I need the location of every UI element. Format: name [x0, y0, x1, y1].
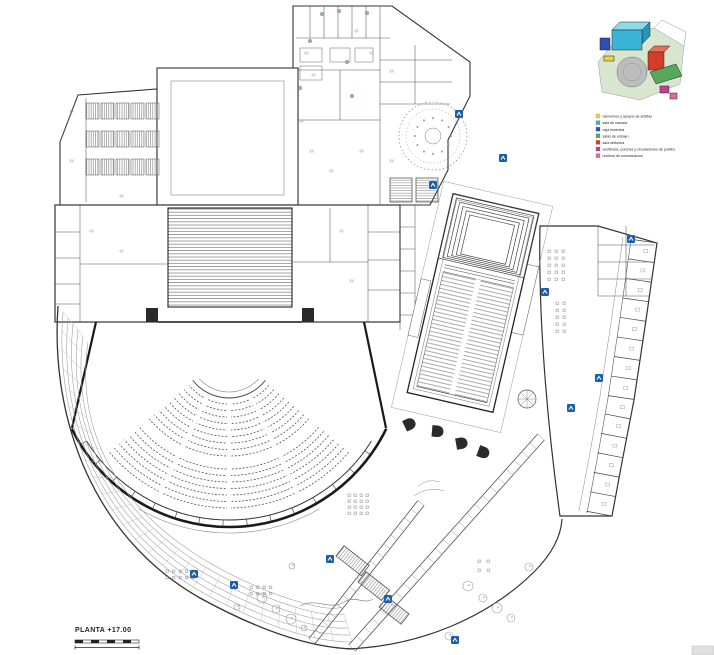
pictogram-icon	[541, 288, 549, 296]
legend-list: camerinos y apoyos de artistas sala de ca…	[595, 113, 676, 158]
east-wing	[539, 225, 658, 517]
legend-swatch	[595, 133, 601, 138]
north-wing	[292, 5, 471, 206]
pictogram-icon	[595, 374, 603, 382]
plant-icon	[320, 11, 325, 16]
spiral-stair	[517, 389, 537, 409]
legend-label: sala de camara	[603, 121, 628, 125]
plaza-boundary	[346, 518, 563, 650]
sheet-edge	[691, 645, 714, 655]
pictogram-icon	[567, 404, 575, 412]
legend-label: caja escenica	[603, 128, 625, 132]
pictograms	[190, 110, 635, 644]
plan-generated	[56, 8, 658, 652]
plant-icon	[345, 60, 350, 65]
legend-swatch	[595, 146, 601, 152]
pictogram-icon	[451, 636, 459, 644]
pictogram-icon	[627, 235, 635, 243]
legend-swatch	[595, 153, 601, 158]
legend-label: vestibulos, porches y circulaciones de p…	[603, 148, 676, 152]
plan-title: PLANTA +17.00	[75, 627, 131, 634]
plaza	[165, 249, 566, 652]
auditorium-seating	[70, 321, 388, 534]
pictogram-icon	[429, 181, 437, 189]
chamber-hall	[391, 180, 554, 433]
legend-label: camerinos y apoyos de artistas	[603, 115, 653, 119]
rehearsal-hall	[156, 67, 299, 206]
legend-swatch	[595, 140, 601, 145]
grand-piano	[431, 425, 444, 437]
plan-linework	[54, 5, 714, 655]
legend-key-plan	[597, 19, 687, 101]
legend-swatch	[595, 113, 601, 119]
east-wing-rooms	[586, 238, 658, 517]
legend-label: sala sinfonica	[603, 141, 625, 145]
stair-hatch	[389, 177, 413, 203]
plant-icon	[308, 39, 313, 44]
title-block: PLANTA +17.00	[74, 627, 140, 650]
grand-piano	[455, 437, 468, 450]
pictogram-icon	[455, 110, 463, 118]
stage-fly-floor	[167, 207, 293, 308]
legend-swatch	[595, 120, 601, 125]
scale-bar	[74, 639, 140, 650]
pictogram-icon	[499, 154, 507, 162]
plant-icon	[350, 93, 355, 98]
grand-piano	[402, 418, 416, 432]
plant-icon	[365, 10, 370, 15]
lobby-ramps	[56, 305, 355, 650]
pictogram-icon	[190, 570, 198, 578]
legend-label: salas de ensayo	[603, 134, 629, 138]
west-shelving	[85, 102, 160, 176]
legend-swatch	[595, 127, 601, 132]
pictogram-icon	[326, 555, 334, 563]
north-details	[69, 8, 468, 283]
stage-block	[54, 177, 439, 330]
pictogram-icon	[230, 581, 238, 589]
legend-label: nucleos de comunicacion	[603, 154, 643, 158]
plant-icon	[337, 8, 342, 13]
pictogram-icon	[384, 595, 392, 603]
grand-piano	[476, 445, 490, 459]
plant-icon	[298, 85, 303, 90]
legend: camerinos y apoyos de artistas sala de ca…	[595, 19, 687, 158]
